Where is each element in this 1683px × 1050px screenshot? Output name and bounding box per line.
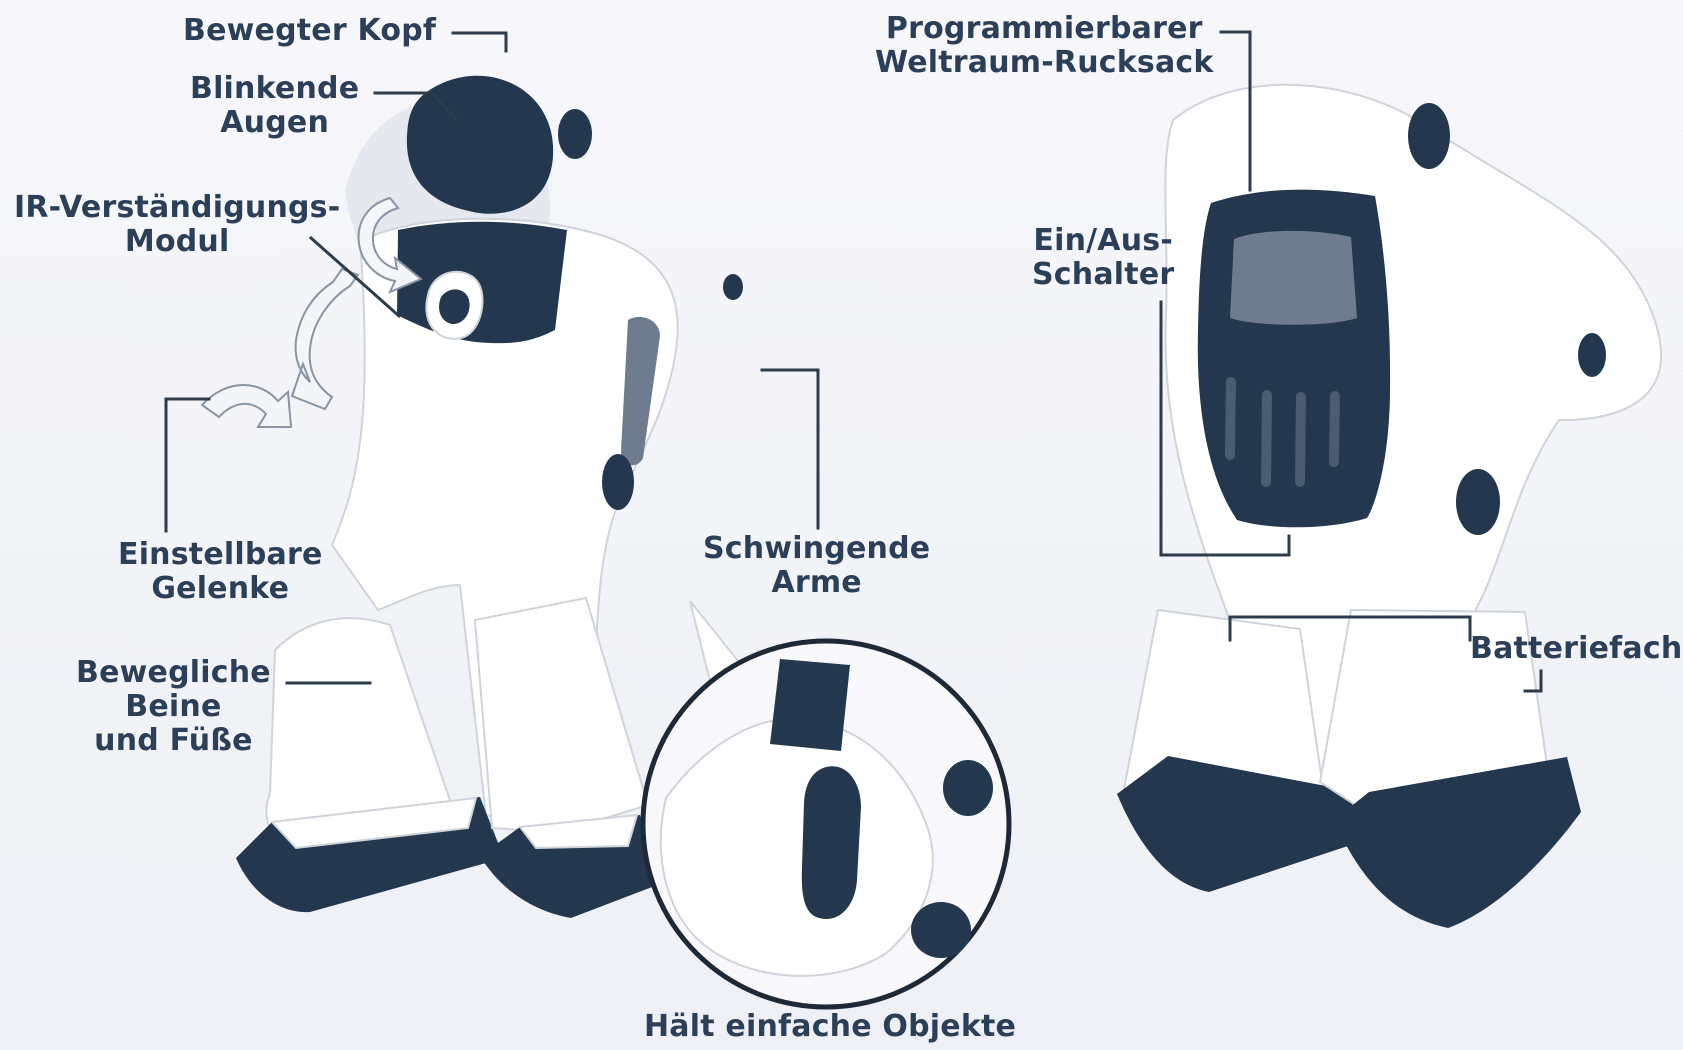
label-on-off-switch: Ein/Aus- Schalter [1032,224,1174,292]
label-battery-compartment: Batteriefach [1470,632,1682,666]
label-movable-legs-feet: Bewegliche Beine und Füße [76,656,271,758]
inset-arm-panel [770,659,850,751]
label-blinking-eyes: Blinkende Augen [190,72,359,140]
label-blinking-eyes-line-1: Blinkende [190,72,359,106]
inset-gripper [802,766,861,919]
leader-swinging-arms [762,370,818,528]
label-on-off-switch-line-2: Schalter [1032,258,1174,292]
label-adjustable-joints-line-1: Einstellbare [118,538,323,572]
label-moving-head: Bewegter Kopf [183,14,436,48]
label-adjustable-joints-line-2: Gelenke [118,572,323,606]
label-swinging-arms: Schwingende Arme [703,532,930,600]
label-movable-legs-line-2: Beine [76,690,271,724]
label-movable-legs-line-1: Bewegliche [76,656,271,690]
label-swinging-arms-line-1: Schwingende [703,532,930,566]
robot-shoulder-dot [723,274,743,300]
joint-rotation-arrow-2 [292,269,358,409]
robot-side-eye [558,109,592,159]
label-programmable-space-backpack: Programmierbarer Weltraum-Rucksack [875,12,1214,80]
label-blinking-eyes-line-2: Augen [190,106,359,140]
label-adjustable-joints: Einstellbare Gelenke [118,538,323,606]
robot-arm-joint [602,454,634,510]
label-swinging-arms-line-2: Arme [703,566,930,600]
robot-chest-panel [397,222,567,343]
label-holds-simple-objects: Hält einfache Objekte [644,1010,1016,1044]
swinging-arm-inset [643,601,1009,1007]
label-ir-module-line-2: Modul [14,225,340,259]
label-backpack-line-2: Weltraum-Rucksack [875,46,1214,80]
label-ir-module-line-1: IR-Verständigungs- [14,191,340,225]
leader-adjustable-joints [166,399,209,531]
label-movable-legs-line-3: und Füße [76,724,271,758]
label-backpack-line-1: Programmierbarer [875,12,1214,46]
robot-right-leg [475,598,648,832]
joint-rotation-arrow-3 [202,385,291,427]
back-robot-illustration [1117,85,1661,928]
label-ir-communication-module: IR-Verständigungs- Modul [14,191,340,259]
leader-moving-head [453,33,506,51]
label-on-off-switch-line-1: Ein/Aus- [1032,224,1174,258]
